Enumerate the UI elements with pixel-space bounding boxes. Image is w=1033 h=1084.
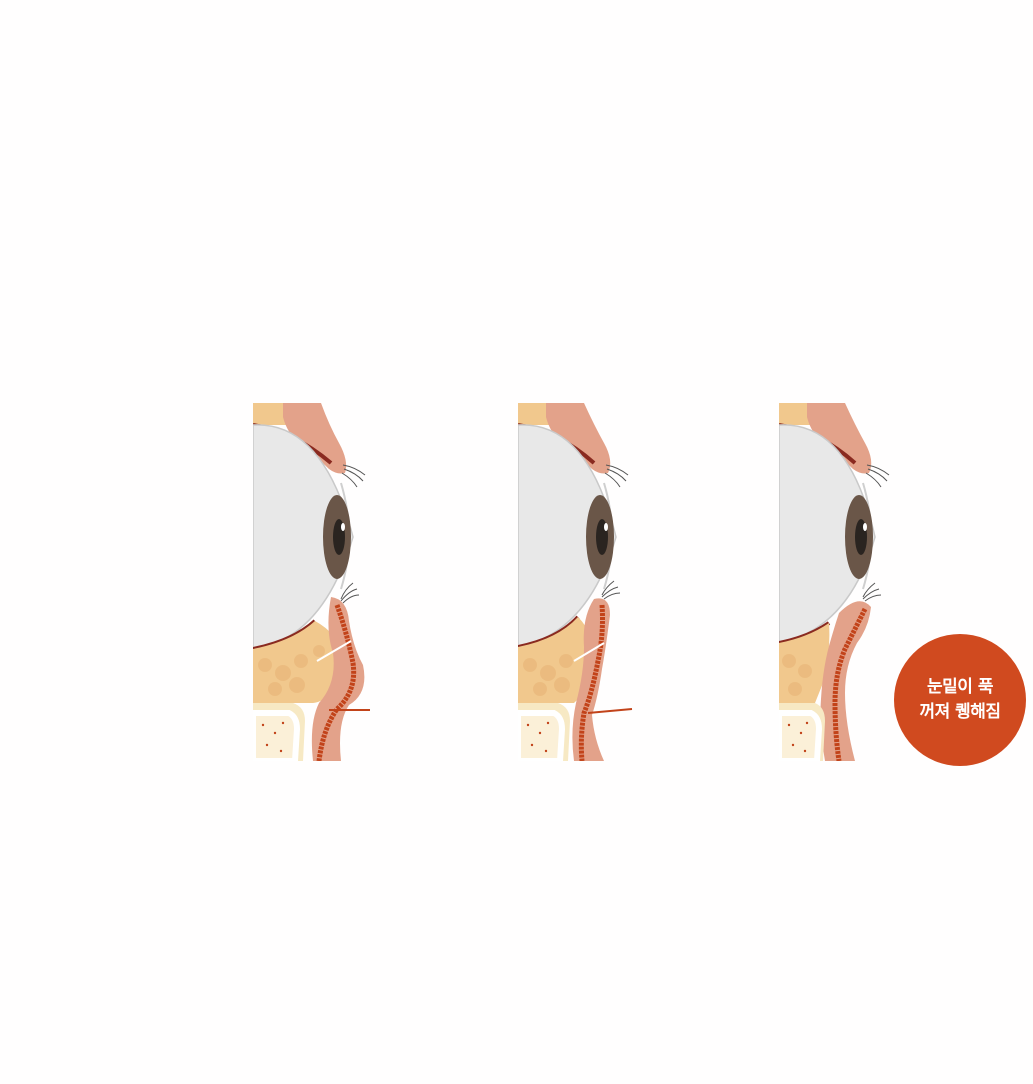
upper-lashes-icon (865, 464, 890, 488)
lower-lashes-icon (340, 582, 360, 604)
orbicularis-muscle (578, 604, 605, 761)
highlight (341, 523, 345, 531)
upper-eyelid (546, 403, 611, 474)
eye-stage-2-illustration (518, 403, 648, 761)
upper-eyelid (283, 403, 347, 474)
eye-stage-3-illustration (779, 403, 909, 761)
fat-texture (258, 645, 325, 696)
bone-dots (261, 721, 285, 753)
eye-stage-1-illustration (253, 403, 383, 761)
muscle-pointer-line (587, 708, 633, 714)
orbicularis-muscle (316, 604, 357, 761)
lower-lid-dark-line (253, 619, 317, 651)
upper-eyelid (807, 403, 872, 474)
lower-fat-pad (518, 617, 594, 703)
cheek-bone (518, 710, 566, 761)
badge-line-2: 꺼져 퀭해짐 (919, 702, 1001, 722)
upper-lashes-icon (604, 464, 629, 488)
cheek-bone (253, 710, 301, 761)
lower-lashes-icon (862, 582, 882, 602)
lower-lashes-icon (601, 580, 621, 600)
lower-eyelid-skin (311, 597, 365, 761)
hollow-under-eye-badge: 눈밑이 푹 꺼져 퀭해짐 (894, 634, 1026, 766)
upper-lashes-icon (341, 464, 366, 488)
cheek-bone (779, 710, 823, 761)
badge-line-1: 눈밑이 푹 (927, 677, 993, 697)
fat-pointer-line (316, 640, 352, 662)
fat-pointer-line (573, 642, 605, 662)
orbicularis-muscle (832, 607, 868, 761)
